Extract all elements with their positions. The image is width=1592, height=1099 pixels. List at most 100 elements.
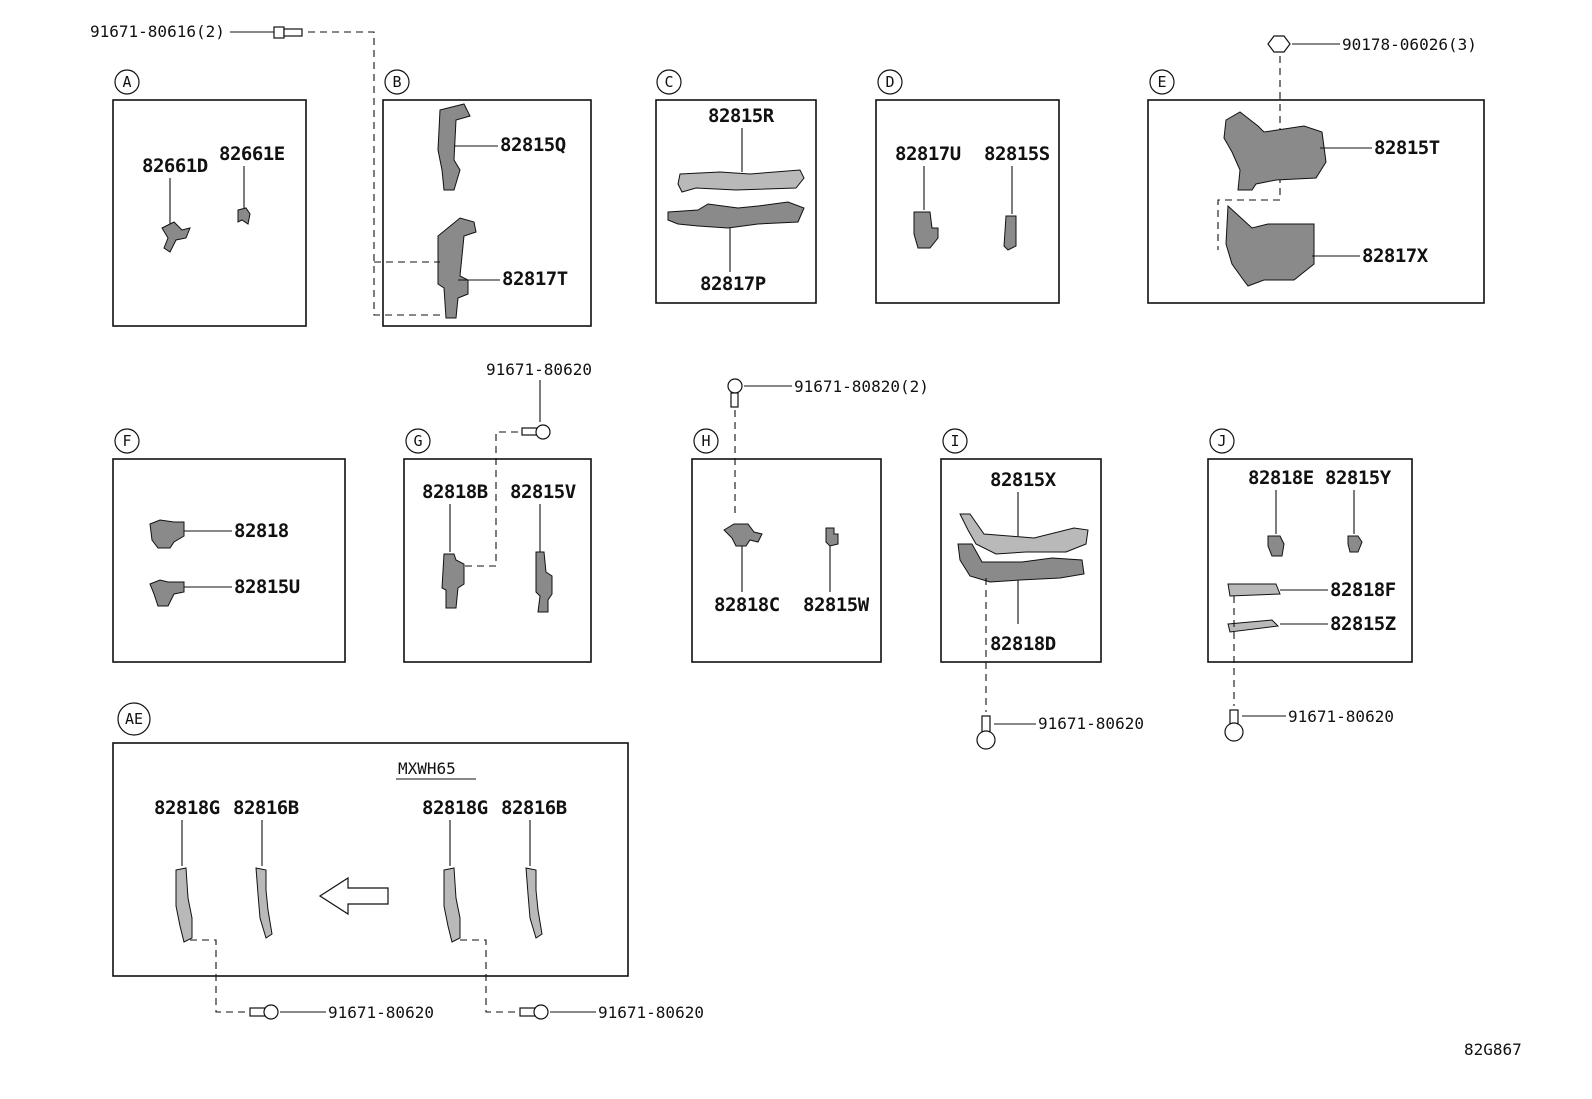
part-label-82818b[interactable]: 82818B [422,481,488,503]
part-82818d-shape [957,543,1085,583]
part-label-82815t[interactable]: 82815T [1374,137,1440,159]
section-marker-g [405,428,431,454]
dashed-reference-line [1217,56,1281,250]
part-82815y-shape [1347,535,1363,553]
section-marker-h [693,428,719,454]
section-marker-d [877,69,903,95]
section-e: E 82815T 82817X [1147,69,1485,304]
part-82661d-shape [161,221,191,253]
dashed-reference-line [456,431,518,567]
nut-icon [1267,35,1291,53]
section-box-d [875,99,1060,304]
section-marker-e [1149,69,1175,95]
section-a: A 82661D 82661E [112,69,307,327]
dashed-reference-line [190,939,248,1013]
section-label-i: I [950,432,959,450]
fastener-label-b[interactable]: 91671-80616(2) [90,22,225,41]
part-82818b-shape [441,553,465,609]
part-82816b-left-shape [255,867,273,939]
fastener-e: 90178-06026(3) [1217,35,1477,250]
part-82818-shape [149,519,185,549]
part-label-82817x[interactable]: 82817X [1362,245,1429,267]
part-label-82815z[interactable]: 82815Z [1330,613,1396,635]
part-82818g-left-shape [175,867,193,943]
section-marker-ae [117,702,151,736]
part-label-82815q[interactable]: 82815Q [500,134,566,156]
bolt-shank-icon [283,28,303,37]
section-box-g [403,458,592,663]
section-marker-a [114,69,140,95]
part-82817p-shape [667,201,805,229]
part-label-82661e[interactable]: 82661E [219,143,285,165]
section-marker-i [942,428,968,454]
part-82817x-shape [1225,204,1315,287]
fastener-label-g[interactable]: 91671-80620 [486,360,592,379]
bolt-shank-icon [981,715,991,733]
bolt-shank-icon [1229,709,1239,725]
part-label-82816b-right[interactable]: 82816B [501,797,567,819]
part-label-82815w[interactable]: 82815W [803,594,870,616]
section-d: D 82817U 82815S [875,69,1060,304]
part-82815z-shape [1227,619,1280,633]
part-label-82661d[interactable]: 82661D [142,155,208,177]
part-label-82818g-right[interactable]: 82818G [422,797,488,819]
section-box-i [940,458,1102,663]
part-label-82818c[interactable]: 82818C [714,594,780,616]
bolt-head-icon [1224,722,1244,742]
part-label-82815y[interactable]: 82815Y [1325,467,1392,489]
part-label-82815x[interactable]: 82815X [990,469,1057,491]
part-label-82817t[interactable]: 82817T [502,268,568,290]
part-label-82815u[interactable]: 82815U [234,576,300,598]
part-82815u-shape [149,579,185,607]
section-g: G 82818B 82815V [403,428,592,663]
section-label-h: H [701,432,710,450]
section-b: B 82815Q 82817T [374,69,592,327]
part-82818c-shape [723,523,763,547]
part-label-82815v[interactable]: 82815V [510,481,576,503]
part-label-82818g-left[interactable]: 82818G [154,797,220,819]
section-box-c [655,99,817,304]
section-label-c: C [664,73,673,91]
fastener-h: 91671-80820(2) [727,377,929,518]
fastener-g: 91671-80620 [456,360,592,567]
section-ae: AE MXWH65 82818G 82816B 82818G 82816B 91… [112,702,704,1022]
part-82815v-shape [535,551,553,613]
bolt-head-icon [533,1004,549,1020]
section-marker-c [656,69,682,95]
part-label-82817u[interactable]: 82817U [895,143,961,165]
fastener-label-ae-right[interactable]: 91671-80620 [598,1003,704,1022]
part-82815x-shape [959,513,1089,555]
part-82816b-right-shape [525,867,543,939]
fastener-label-e[interactable]: 90178-06026(3) [1342,35,1477,54]
section-f: F 82818 82815U [112,428,346,663]
fastener-label-h[interactable]: 91671-80820(2) [794,377,929,396]
part-label-82818[interactable]: 82818 [234,520,289,542]
part-label-82815r[interactable]: 82815R [708,105,775,127]
part-label-82818f[interactable]: 82818F [1330,579,1396,601]
part-82815t-shape [1223,111,1327,191]
part-label-82817p[interactable]: 82817P [700,273,766,295]
section-label-j: J [1217,432,1226,450]
part-82815s-shape [1003,215,1017,251]
arrow-left-icon [318,876,389,916]
fastener-b: 91671-80616(2) [90,22,440,316]
part-label-82818e[interactable]: 82818E [1248,467,1314,489]
diagram-code: 82G867 [1464,1040,1522,1059]
bolt-head-icon [727,378,743,394]
part-label-82818d[interactable]: 82818D [990,633,1056,655]
part-label-82815s[interactable]: 82815S [984,143,1050,165]
section-label-d: D [885,73,894,91]
section-label-f: F [122,432,131,450]
part-82818g-right-shape [443,867,461,943]
part-82815r-shape [677,169,805,193]
fastener-label-i[interactable]: 91671-80620 [1038,714,1144,733]
bolt-head-icon [273,26,285,39]
fastener-label-j[interactable]: 91671-80620 [1288,707,1394,726]
fastener-label-ae-left[interactable]: 91671-80620 [328,1003,434,1022]
bolt-head-icon [263,1004,279,1020]
part-label-82816b-left[interactable]: 82816B [233,797,299,819]
section-label-e: E [1157,73,1166,91]
section-marker-j [1209,428,1235,454]
section-box-e [1147,99,1485,304]
